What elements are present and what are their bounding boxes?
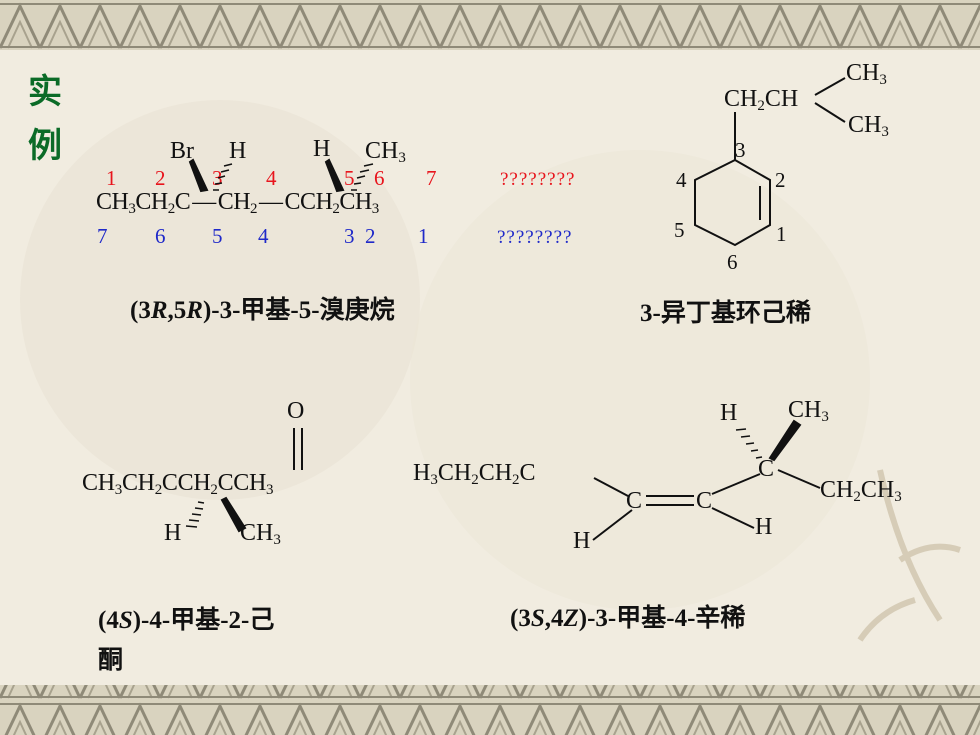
alkene-to-chiral-bond bbox=[711, 473, 761, 495]
hash-bond-h-c3 bbox=[213, 163, 233, 191]
blue-number-5: 5 bbox=[212, 224, 223, 248]
alkene-carbon-right: C bbox=[696, 488, 713, 514]
top-border-band bbox=[0, 0, 980, 50]
ethyl-group: CH2CH3 bbox=[820, 477, 902, 505]
red-number-4: 4 bbox=[266, 166, 277, 190]
example-3-name: (4S)-4-甲基-2-己 bbox=[98, 607, 275, 634]
slide-title-char-2: 例 bbox=[28, 126, 62, 166]
blue-number-7: 7 bbox=[97, 224, 108, 248]
example-1-name: (3R,5R)-3-甲基-5-溴庚烷 bbox=[130, 297, 395, 324]
red-number-1: 1 bbox=[106, 166, 117, 190]
alkene-carbon-left: C bbox=[626, 488, 643, 514]
c4-hydrogen: H bbox=[164, 520, 182, 546]
red-number-3: 3 bbox=[212, 166, 223, 190]
red-number-2: 2 bbox=[155, 166, 166, 190]
ring-number-2: 2 bbox=[775, 168, 786, 192]
blue-number-1: 1 bbox=[418, 224, 429, 248]
hash-bond-h-c3-alkene bbox=[735, 428, 763, 459]
alkene-h-right-bond bbox=[711, 507, 755, 529]
wedge-bond-h-c5 bbox=[324, 158, 345, 193]
isobutyl-ch2ch: CH2CH bbox=[724, 86, 799, 114]
red-number-6: 6 bbox=[374, 166, 385, 190]
example-2-name: 3-异丁基环己稀 bbox=[640, 300, 811, 327]
chiral-hydrogen: H bbox=[720, 400, 738, 426]
blue-number-4: 4 bbox=[258, 224, 269, 248]
cyclohexene-ring bbox=[694, 158, 771, 247]
br-label: Br bbox=[170, 138, 194, 164]
h-label-c3: H bbox=[229, 138, 247, 164]
propyl-to-alkene-bond bbox=[593, 477, 629, 497]
hexanone-chain: CH3CH2CCH2CCH3 bbox=[82, 470, 274, 498]
slide-title-char-1: 实 bbox=[28, 72, 62, 112]
isobutyl-methyl-2: CH3 bbox=[848, 112, 889, 140]
propyl-group: H3CH2CH2C bbox=[413, 460, 536, 488]
wedge-bond-ch3-c3 bbox=[768, 419, 802, 462]
isobutyl-bond-2 bbox=[814, 102, 846, 123]
ring-number-4: 4 bbox=[676, 168, 687, 192]
red-number-7: 7 bbox=[426, 166, 437, 190]
example-4-name: (3S,4Z)-3-甲基-4-辛稀 bbox=[510, 605, 746, 632]
c4-methyl: CH3 bbox=[240, 520, 281, 548]
h-label-c5: H bbox=[313, 136, 331, 162]
alkene-hydrogen-right: H bbox=[755, 514, 773, 540]
hash-bond-h-c4 bbox=[185, 501, 205, 528]
ring-number-3: 3 bbox=[735, 138, 746, 162]
ring-number-6: 6 bbox=[727, 250, 738, 274]
heptane-chain: CH3CH2C—CH2—CCH2CH3 bbox=[96, 189, 379, 217]
alkene-hydrogen-left: H bbox=[573, 528, 591, 554]
carbonyl-oxygen: O bbox=[287, 398, 305, 424]
question-marks-blue: ???????? bbox=[497, 227, 573, 248]
question-marks-red: ???????? bbox=[500, 169, 576, 190]
hash-bond-ch3-c5 bbox=[351, 163, 374, 191]
red-number-5: 5 bbox=[344, 166, 355, 190]
wedge-bond-br bbox=[188, 158, 209, 193]
ring-number-1: 1 bbox=[776, 222, 787, 246]
blue-number-6: 6 bbox=[155, 224, 166, 248]
wedge-bond-ch3-c4 bbox=[220, 496, 247, 533]
chiral-carbon: C bbox=[758, 456, 775, 482]
ring-number-5: 5 bbox=[674, 218, 685, 242]
example-3-name-line-2: 酮 bbox=[98, 647, 124, 674]
bottom-border-band bbox=[0, 685, 980, 735]
blue-number-3: 3 bbox=[344, 224, 355, 248]
alkene-h-left-bond bbox=[592, 509, 633, 541]
ch3-label: CH3 bbox=[365, 138, 406, 166]
blue-number-2: 2 bbox=[365, 224, 376, 248]
isobutyl-bond-1 bbox=[814, 77, 846, 96]
isobutyl-methyl-1: CH3 bbox=[846, 60, 887, 88]
chiral-to-ethyl-bond bbox=[777, 469, 821, 489]
chiral-methyl: CH3 bbox=[788, 397, 829, 425]
